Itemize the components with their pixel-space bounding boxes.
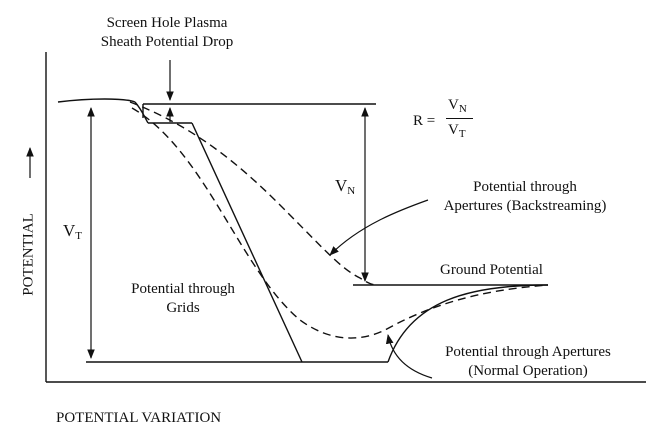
backstreaming-label-line1: Potential through [473,179,577,195]
ratio-den-base: V [448,122,459,138]
sheath-label: Screen Hole Plasma Sheath Potential Drop [92,14,242,52]
normal-operation-label-line1: Potential through Apertures [445,344,611,360]
backstreaming-label: Potential through Apertures (Backstreami… [425,178,625,216]
ratio-denominator: VT [448,121,466,144]
ratio-r-label: R = [413,113,436,129]
grids-potential-line [191,122,303,363]
grids-label-line1: Potential through [131,281,235,297]
x-axis-label: POTENTIAL VARIATION [56,410,222,426]
vn-base: V [335,176,348,195]
grids-label: Potential through Grids [108,280,258,318]
plasma-potential-curve [57,98,136,103]
y-axis-label: POTENTIAL [20,213,37,296]
normal-operation-pointer-arrow [385,334,433,379]
backstreaming-label-line2: Apertures (Backstreaming) [443,198,607,214]
ground-potential-label: Ground Potential [440,262,543,278]
ratio-den-sub: T [458,128,466,140]
ratio-numerator: VN [448,96,467,119]
vt-base: V [63,221,76,240]
vt-label: VT [63,221,82,246]
ratio-num-sub: N [458,103,467,115]
ratio-num-base: V [448,97,459,113]
sheath-label-line2: Sheath Potential Drop [100,34,234,50]
grids-label-line2: Grids [166,300,200,316]
normal-operation-dashed-curve [131,107,549,339]
normal-operation-curve [387,284,549,363]
vn-label: VN [335,176,355,201]
normal-operation-label: Potential through Apertures (Normal Oper… [422,343,634,381]
vt-sub: T [75,230,83,242]
normal-operation-label-line2: (Normal Operation) [468,363,588,379]
sheath-label-line1: Screen Hole Plasma [106,15,228,31]
ratio-fraction-bar [446,118,473,119]
vn-sub: N [347,185,356,197]
backstreaming-pointer-arrow [329,199,429,256]
